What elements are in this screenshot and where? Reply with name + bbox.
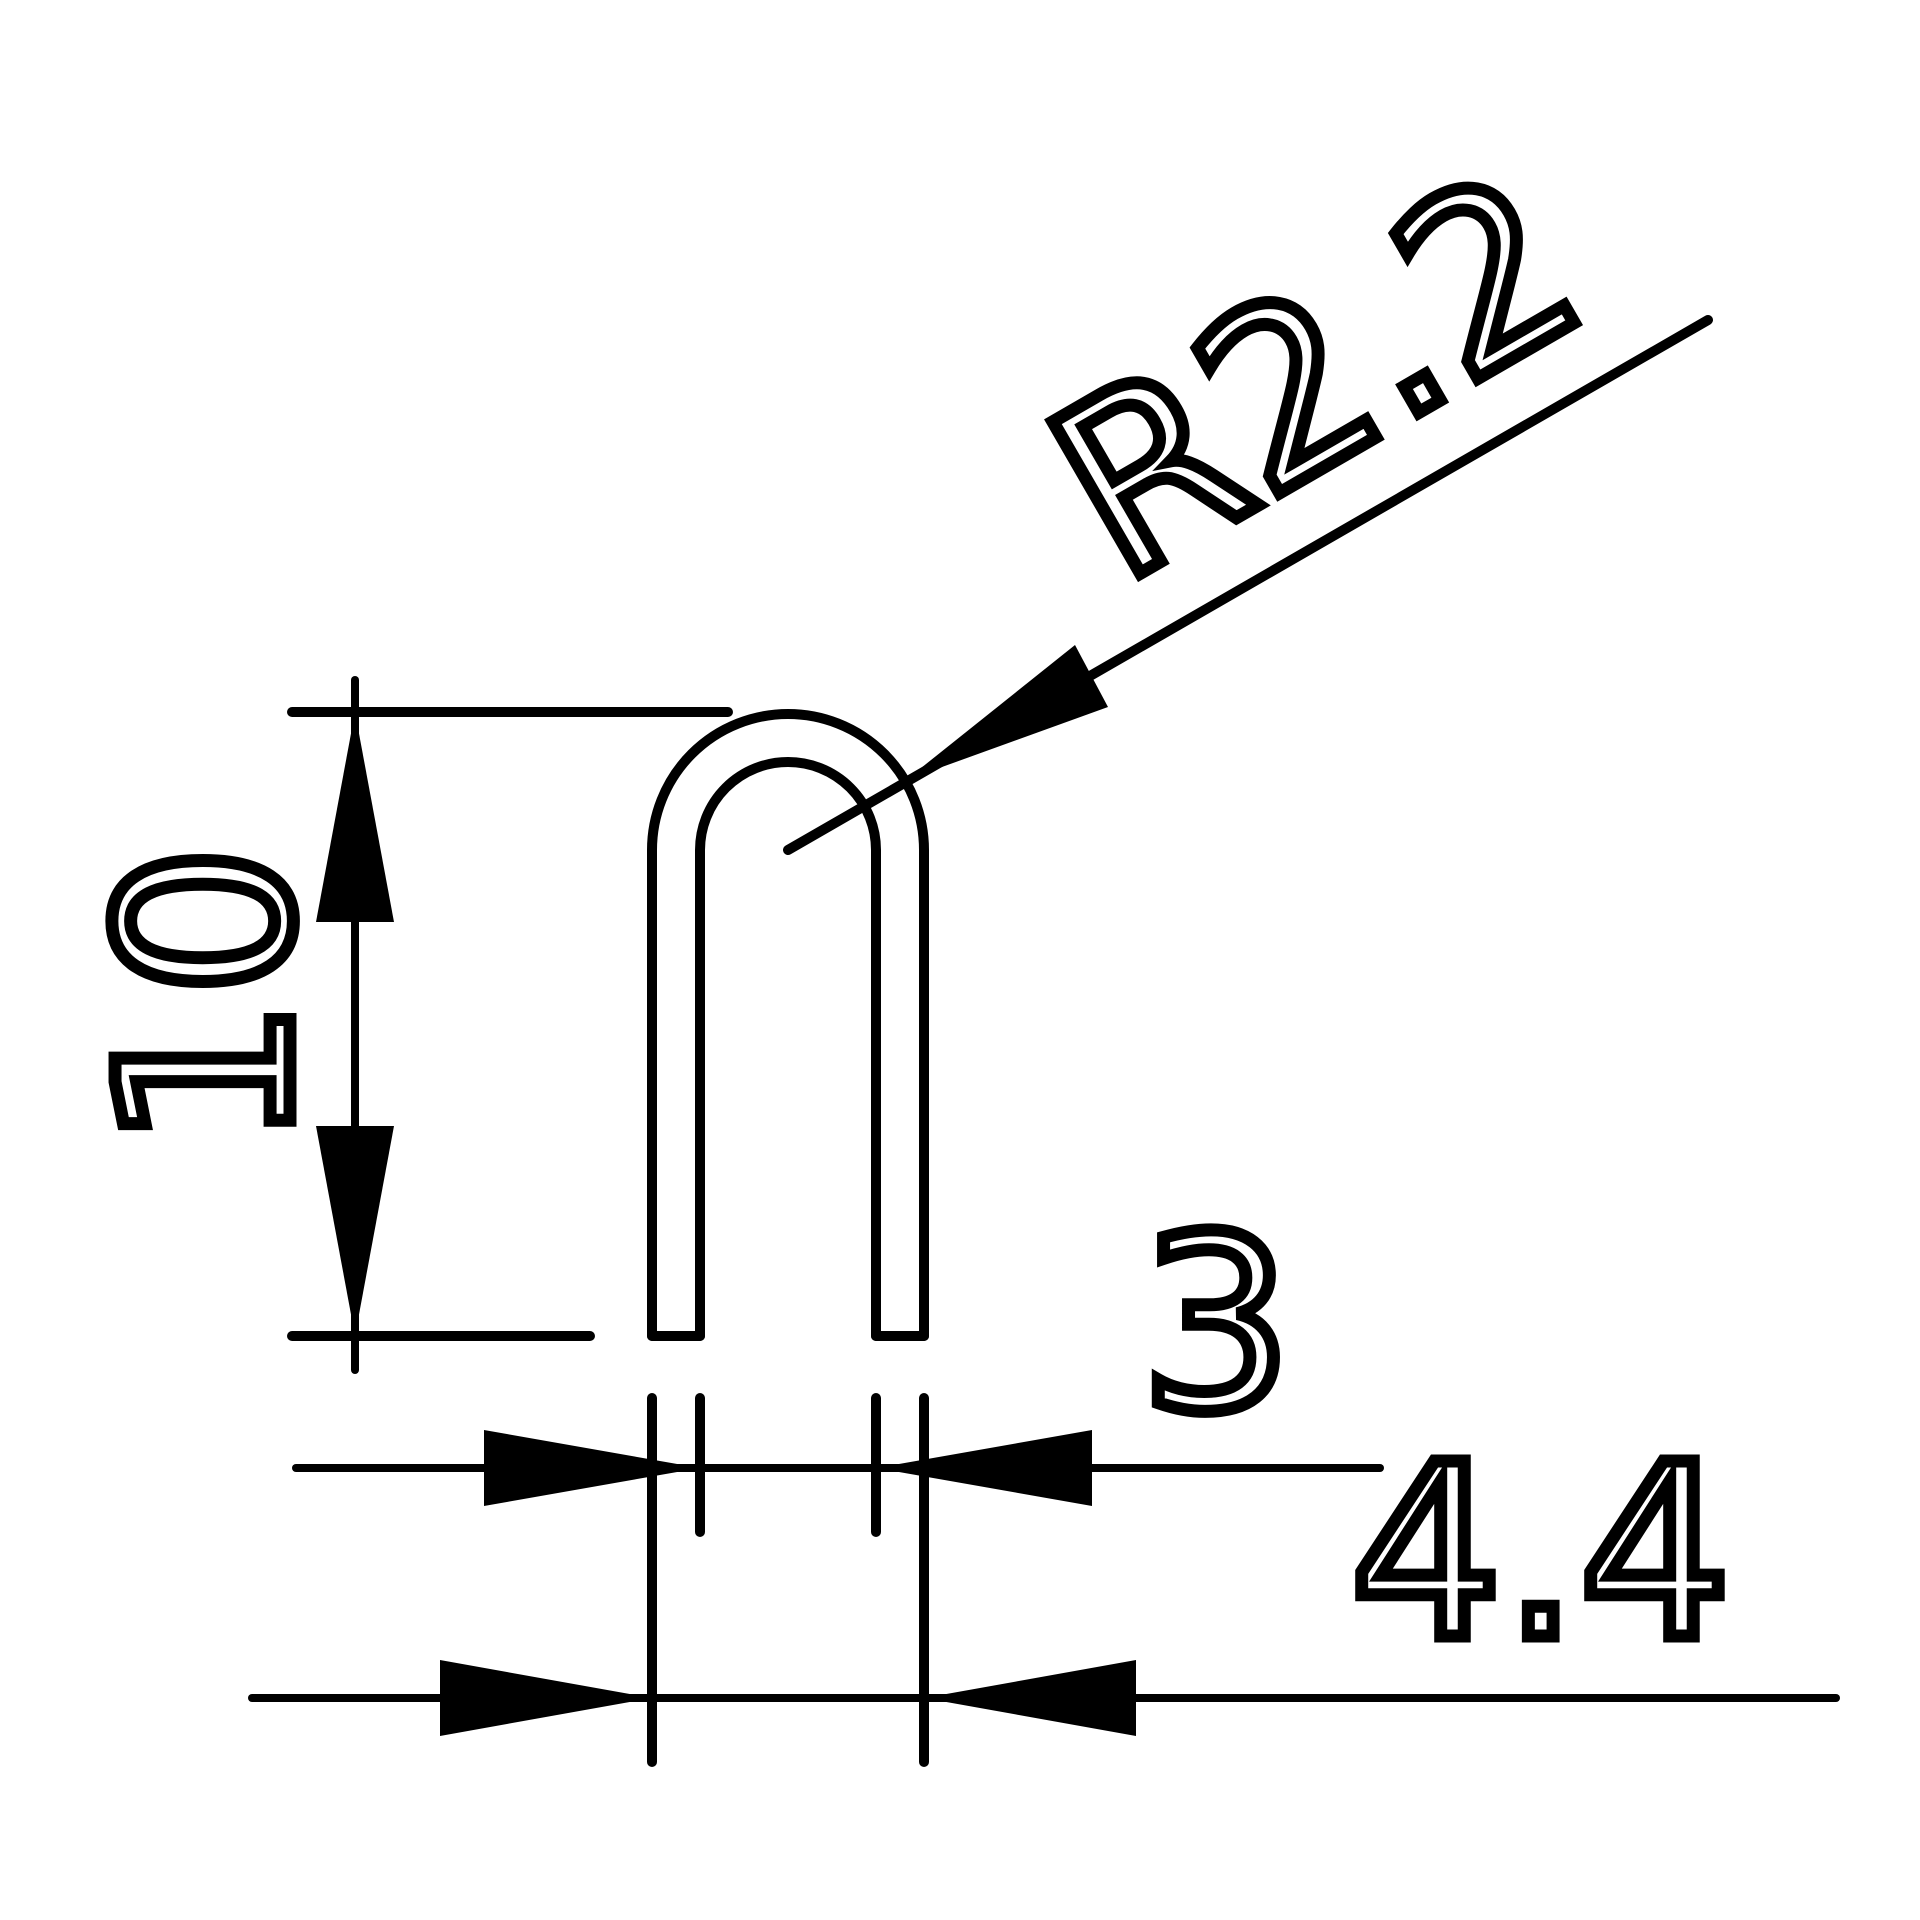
inner-width-arrow-right	[876, 1430, 1092, 1506]
inner-width-label: 3	[1140, 1185, 1293, 1465]
outer-width-label: 4.4	[1350, 1413, 1732, 1693]
u-profile-outer	[647, 709, 929, 1341]
inner-width-arrow-left	[484, 1430, 700, 1506]
height-arrow-bottom	[316, 1126, 394, 1336]
u-profile-inner	[695, 757, 881, 1341]
radius-arrow	[906, 645, 1108, 780]
height-arrow-top	[316, 712, 394, 922]
height-label: 10	[67, 845, 347, 1150]
outer-width-arrow-right	[924, 1660, 1136, 1736]
radius-label: R2.2	[1009, 118, 1624, 635]
outer-width-arrow-left	[440, 1660, 652, 1736]
